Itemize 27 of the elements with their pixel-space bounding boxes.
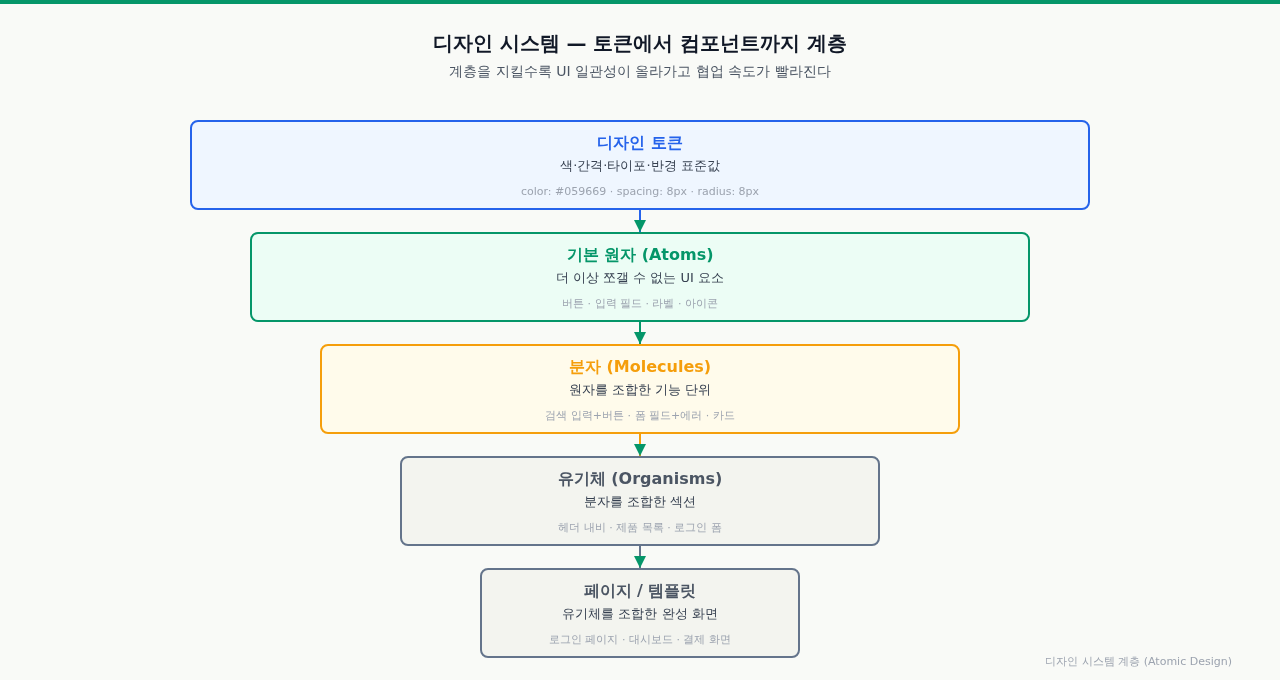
- node-heading: 기본 원자 (Atoms): [566, 244, 714, 266]
- layer-box: [480, 568, 800, 658]
- subtitle: 계층을 지킬수록 UI 일관성이 올라가고 협업 속도가 빨라진다: [448, 63, 832, 81]
- arrow: [634, 321, 646, 345]
- node-examples: 검색 입력+버튼 · 폼 필드+에러 · 카드: [545, 408, 735, 424]
- node-examples: color: #059669 · spacing: 8px · radius: 8px: [520, 184, 760, 200]
- arrow: [634, 209, 646, 233]
- node-heading: 디자인 토큰: [597, 132, 683, 154]
- node-examples: 로그인 페이지 · 대시보드 · 결제 화면: [549, 632, 731, 648]
- layer-box: [320, 344, 960, 434]
- layer-box: [400, 456, 880, 546]
- caption: 디자인 시스템 계층 (Atomic Design): [1045, 654, 1232, 669]
- node-description: 유기체를 조합한 완성 화면: [562, 605, 718, 623]
- node-description: 색·간격·타이포·반경 표준값: [560, 157, 720, 175]
- arrow: [634, 545, 646, 569]
- diagram-title: 디자인 시스템 — 토큰에서 컴포넌트까지 계층: [431, 30, 849, 57]
- node-heading: 분자 (Molecules): [568, 356, 712, 378]
- node-heading: 유기체 (Organisms): [557, 468, 723, 490]
- layer-box: [190, 120, 1090, 210]
- node-heading: 페이지 / 템플릿: [583, 580, 697, 602]
- node-examples: 헤더 내비 · 제품 목록 · 로그인 폼: [558, 520, 722, 536]
- node-description: 원자를 조합한 기능 단위: [568, 381, 712, 399]
- node-description: 더 이상 쪼갤 수 없는 UI 요소: [555, 269, 725, 287]
- node-examples: 버튼 · 입력 필드 · 라벨 · 아이콘: [562, 296, 718, 312]
- arrow: [634, 433, 646, 457]
- node-description: 분자를 조합한 섹션: [583, 493, 697, 511]
- layer-box: [250, 232, 1030, 322]
